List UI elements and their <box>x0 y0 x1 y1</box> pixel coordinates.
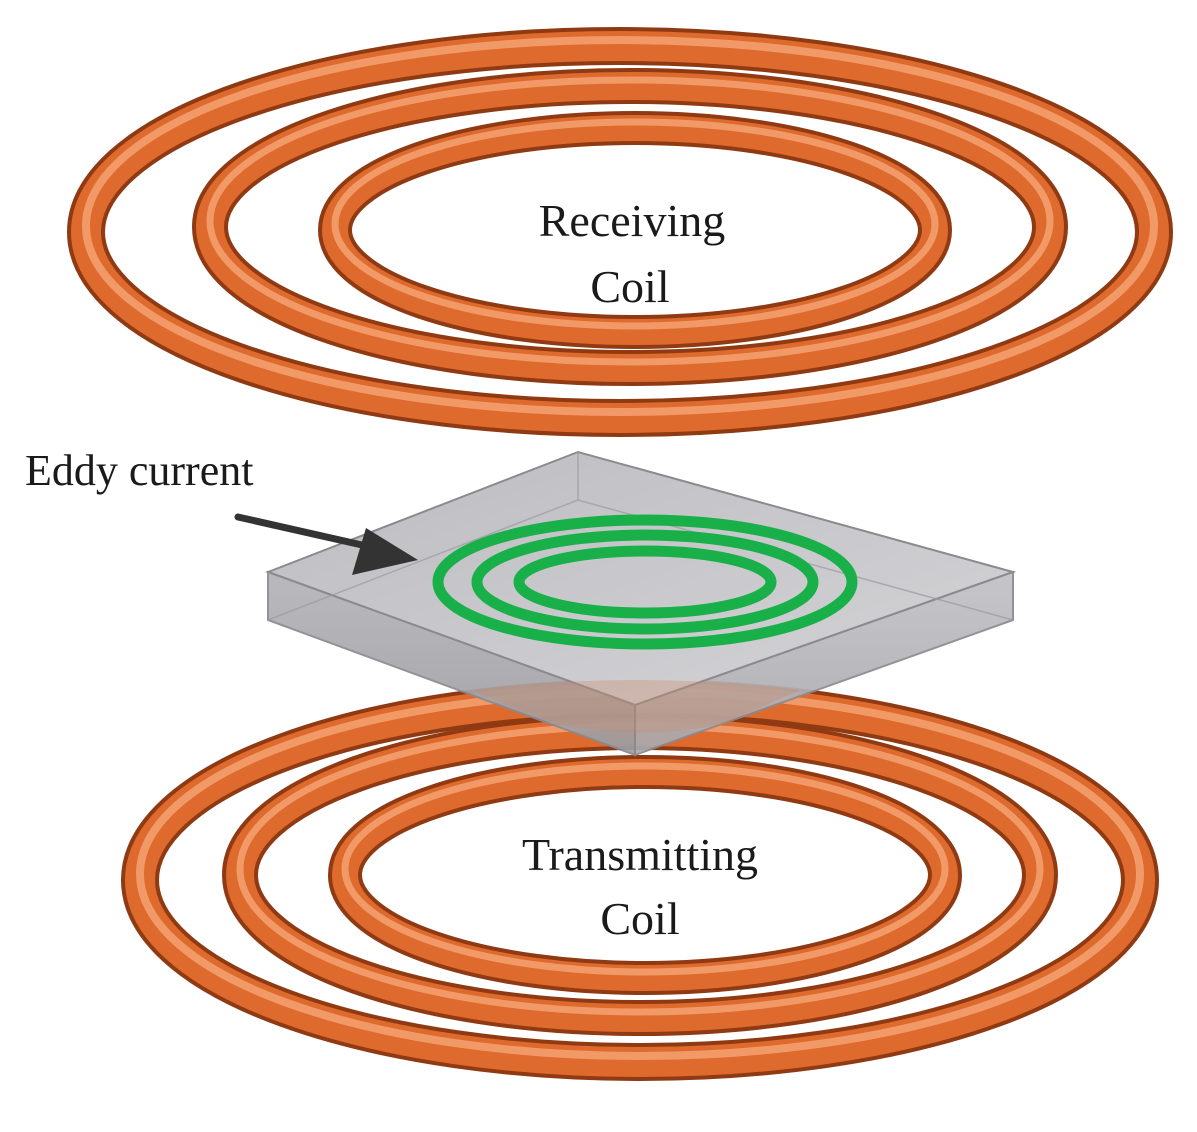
eddy-current-rings <box>432 514 858 650</box>
transmitting-coil-label-line2: Coil <box>600 893 679 944</box>
receiving-coil-label-line2: Coil <box>590 261 669 312</box>
eddy-current-label: Eddy current <box>25 446 253 495</box>
plate-top-face <box>265 450 1017 707</box>
metal-plate <box>265 450 1017 757</box>
transmitting-coil-inner-turn <box>328 755 962 995</box>
eddy-current-annotation: Eddy current <box>25 446 418 575</box>
eddy-current-inner-ring <box>513 545 777 619</box>
eddy-current-outer-ring <box>432 514 858 650</box>
eddy-current-arrow <box>234 513 418 575</box>
eddy-current-middle-ring <box>471 529 819 635</box>
receiving-coil: Receiving Coil <box>67 27 1173 437</box>
receiving-coil-label-line1: Receiving <box>539 195 726 246</box>
receiving-coil-inner-turn <box>318 111 952 349</box>
receiving-coil-middle-turn <box>192 68 1068 386</box>
receiving-coil-outer-turn <box>67 27 1173 437</box>
transmitting-coil-label-line1: Transmitting <box>522 829 758 880</box>
